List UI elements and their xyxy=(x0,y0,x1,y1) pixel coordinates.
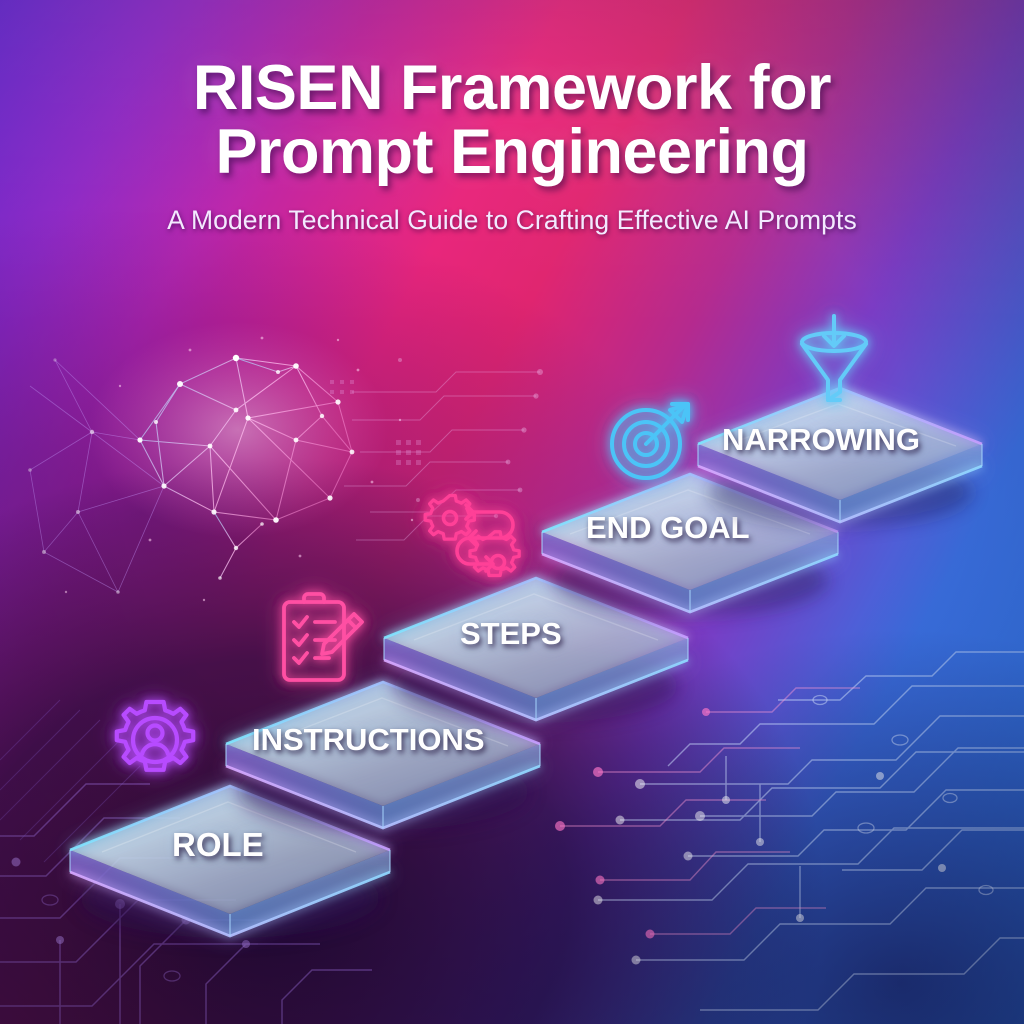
step-narrowing[interactable]: NARROWING xyxy=(690,380,990,540)
title-line-1: RISEN Framework for xyxy=(192,53,832,123)
step-role[interactable]: ROLE xyxy=(60,778,400,953)
background-top-sheen xyxy=(0,0,1024,330)
step-label-role: ROLE xyxy=(172,826,264,863)
step-label-steps: STEPS xyxy=(460,616,562,651)
header: RISEN Framework for Prompt Engineering A… xyxy=(0,56,1024,236)
page-subtitle: A Modern Technical Guide to Crafting Eff… xyxy=(167,204,857,235)
page-title: RISEN Framework for Prompt Engineering xyxy=(40,56,984,185)
person-in-gear-icon xyxy=(100,690,210,800)
funnel-arrow-icon xyxy=(780,310,888,410)
step-label-instructions: INSTRUCTIONS xyxy=(252,722,485,757)
step-label-end-goal: END GOAL xyxy=(586,510,750,545)
clipboard-checklist-pencil-icon xyxy=(268,588,376,696)
step-label-narrowing: NARROWING xyxy=(722,422,921,457)
title-line-2: Prompt Engineering xyxy=(215,117,809,188)
target-arrow-icon xyxy=(600,390,710,490)
gears-process-loop-icon xyxy=(423,492,534,590)
